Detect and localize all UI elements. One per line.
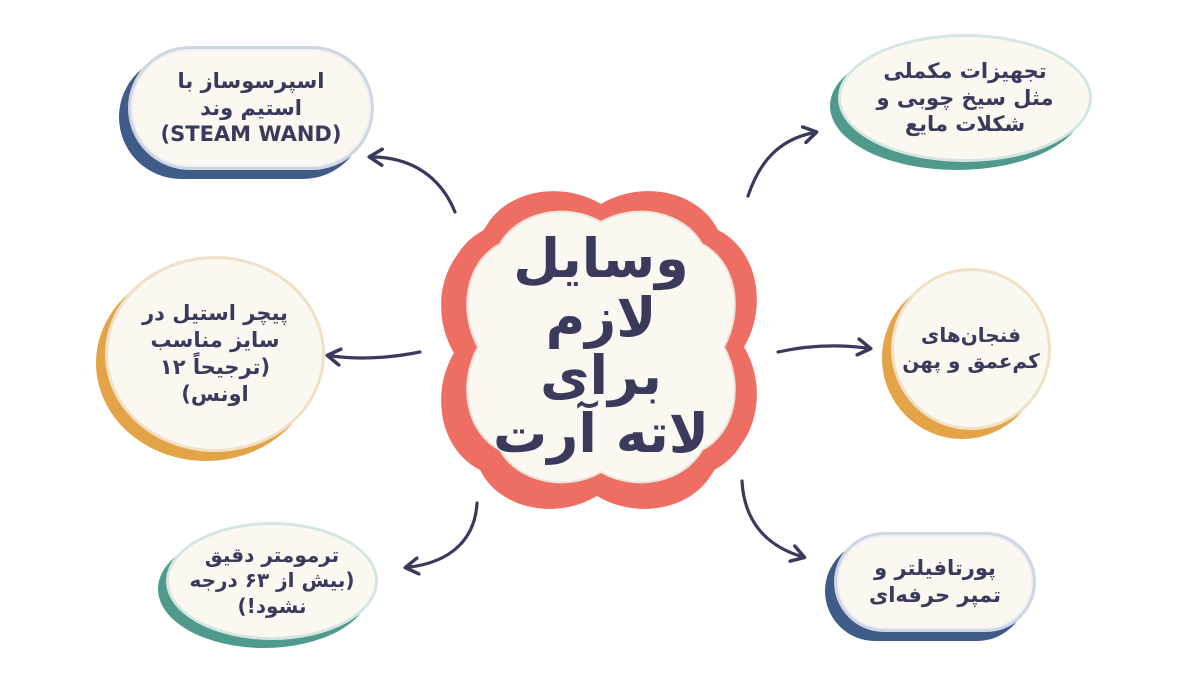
arrow-to-pitcher (332, 352, 422, 358)
node-portafilter: پورتافیلتر و تمپر حرفه‌ای (834, 532, 1036, 632)
node-cups: فنجان‌های کم‌عمق و پهن (891, 268, 1051, 430)
node-thermometer: ترمومتر دقیق (بیش از ۶۳ درجه نشود!) (166, 522, 378, 640)
node-espresso-machine: اسپرسوساز با استیم وند (STEAM WAND) (128, 46, 374, 170)
node-accessories: تجهیزات مکملی مثل سیخ چوبی و شکلات مایع (838, 34, 1092, 162)
node-label: اسپرسوساز با استیم وند (STEAM WAND) (160, 68, 342, 147)
node-label: پورتافیلتر و تمپر حرفه‌ای (868, 556, 1002, 607)
center-node: وسایل لازم برای لاته آرت (436, 182, 766, 512)
node-label: فنجان‌های کم‌عمق و پهن (902, 323, 1040, 373)
arrow-to-cups (776, 346, 866, 352)
node-pitcher: پیچر استیل در سایز مناسب (ترجیحاً ۱۲ اون… (105, 256, 325, 452)
arrow-to-thermometer (410, 501, 479, 567)
node-label: تجهیزات مکملی مثل سیخ چوبی و شکلات مایع (876, 58, 1054, 137)
node-label: ترمومتر دقیق (بیش از ۶۳ درجه نشود!) (189, 542, 355, 618)
cloud-shape (441, 191, 757, 509)
node-label: پیچر استیل در سایز مناسب (ترجیحاً ۱۲ اون… (142, 301, 288, 406)
center-title: وسایل لازم برای لاته آرت (493, 227, 709, 466)
